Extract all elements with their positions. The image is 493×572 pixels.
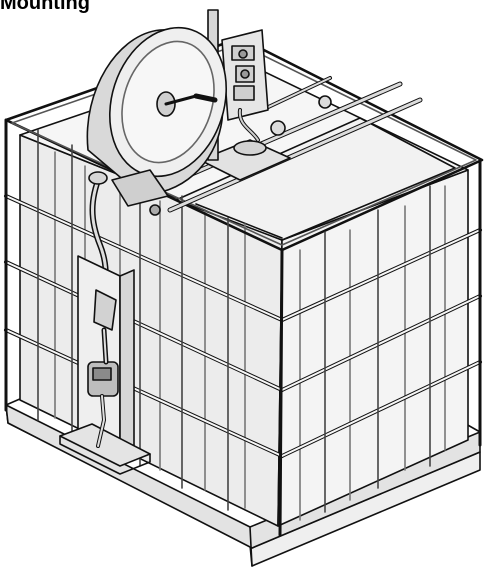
- cage-frame: [4, 36, 484, 537]
- hose-reel: [86, 26, 228, 216]
- meter-stand: [59, 255, 151, 475]
- section-heading: Mounting: [0, 0, 90, 14]
- mounting-rails: [147, 76, 423, 213]
